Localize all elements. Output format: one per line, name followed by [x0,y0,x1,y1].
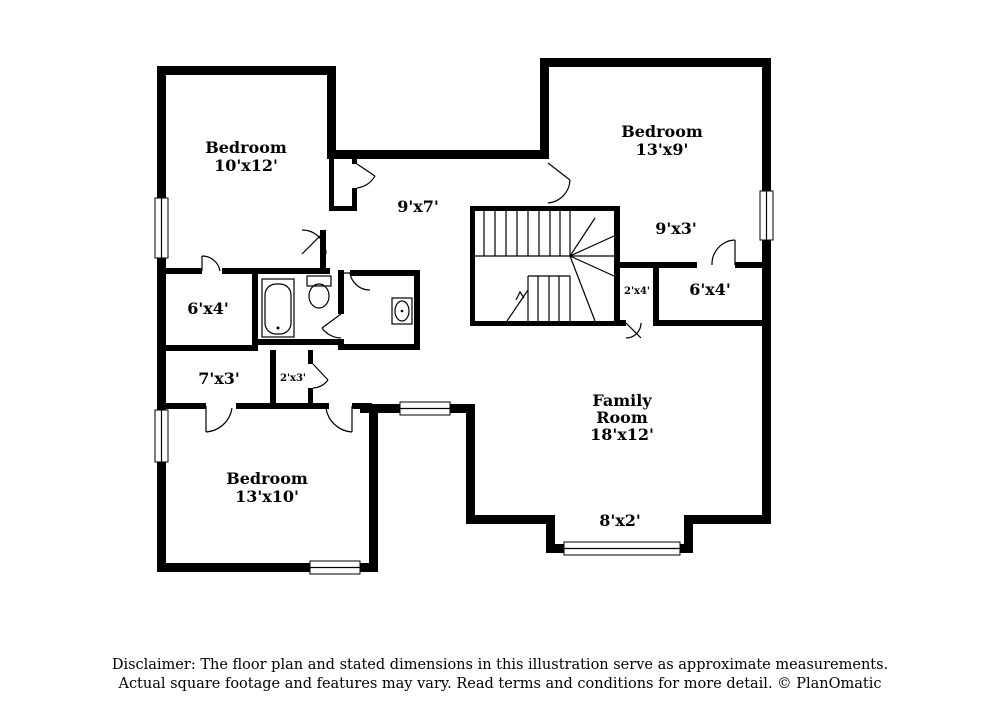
window-bedroom-bottom-left [154,409,169,463]
window-bedroom-top-left [154,197,169,259]
doors [201,162,736,433]
closet-7x3-size: 7'x3' [198,369,240,388]
door-bathroom [344,272,371,291]
closet-6x4-left-size: 6'x4' [187,299,229,318]
family-room-line1: Family [592,391,652,410]
interior-walls [166,150,765,409]
bedroom-top-left-name: Bedroom [205,138,287,157]
door-9x3 [711,239,736,266]
bedroom-top-right-size: 13'x9' [636,140,689,159]
sink [391,297,413,325]
door-bedroom-bottom-left [325,406,353,433]
bedroom-bottom-left-size: 13'x10' [235,487,299,506]
door-2x4 [625,322,642,339]
window-bay [563,541,681,556]
door-bedroom-top-right [547,162,571,204]
bedroom-top-right-name: Bedroom [621,122,703,141]
window-family-top [399,401,451,416]
closet-6x4-right-size: 6'x4' [689,280,731,299]
window-bedroom-bottom [309,560,361,575]
family-room-size: 18'x12' [590,425,654,444]
door-7x3 [205,406,233,433]
room-labels: Bedroom 10'x12' Bedroom 13'x9' Bedroom 1… [187,122,731,530]
door-small-closet [356,163,376,189]
exterior-walls [157,58,771,572]
closet-2x3-size: 2'x3' [280,373,306,384]
bathtub [261,278,295,338]
closet-2x4-size: 2'x4' [624,286,650,297]
disclaimer-line-2: Actual square footage and features may v… [118,676,882,692]
staircase [475,211,615,322]
family-room-line2: Room [596,408,648,427]
door-2x3 [312,363,329,389]
door-bedroom-top-left [301,229,327,255]
hall-size: 9'x7' [397,197,439,216]
closet-9x3-size: 9'x3' [655,219,697,238]
bedroom-top-left-size: 10'x12' [214,156,278,175]
windows [154,190,774,575]
window-bedroom-top-right [759,190,774,241]
door-6x4-left [201,255,221,272]
toilet [306,275,332,309]
door-toilet [321,313,342,339]
disclaimer-line-1: Disclaimer: The floor plan and stated di… [111,657,889,673]
bedroom-bottom-left-name: Bedroom [226,469,308,488]
bay-size: 8'x2' [599,511,641,530]
